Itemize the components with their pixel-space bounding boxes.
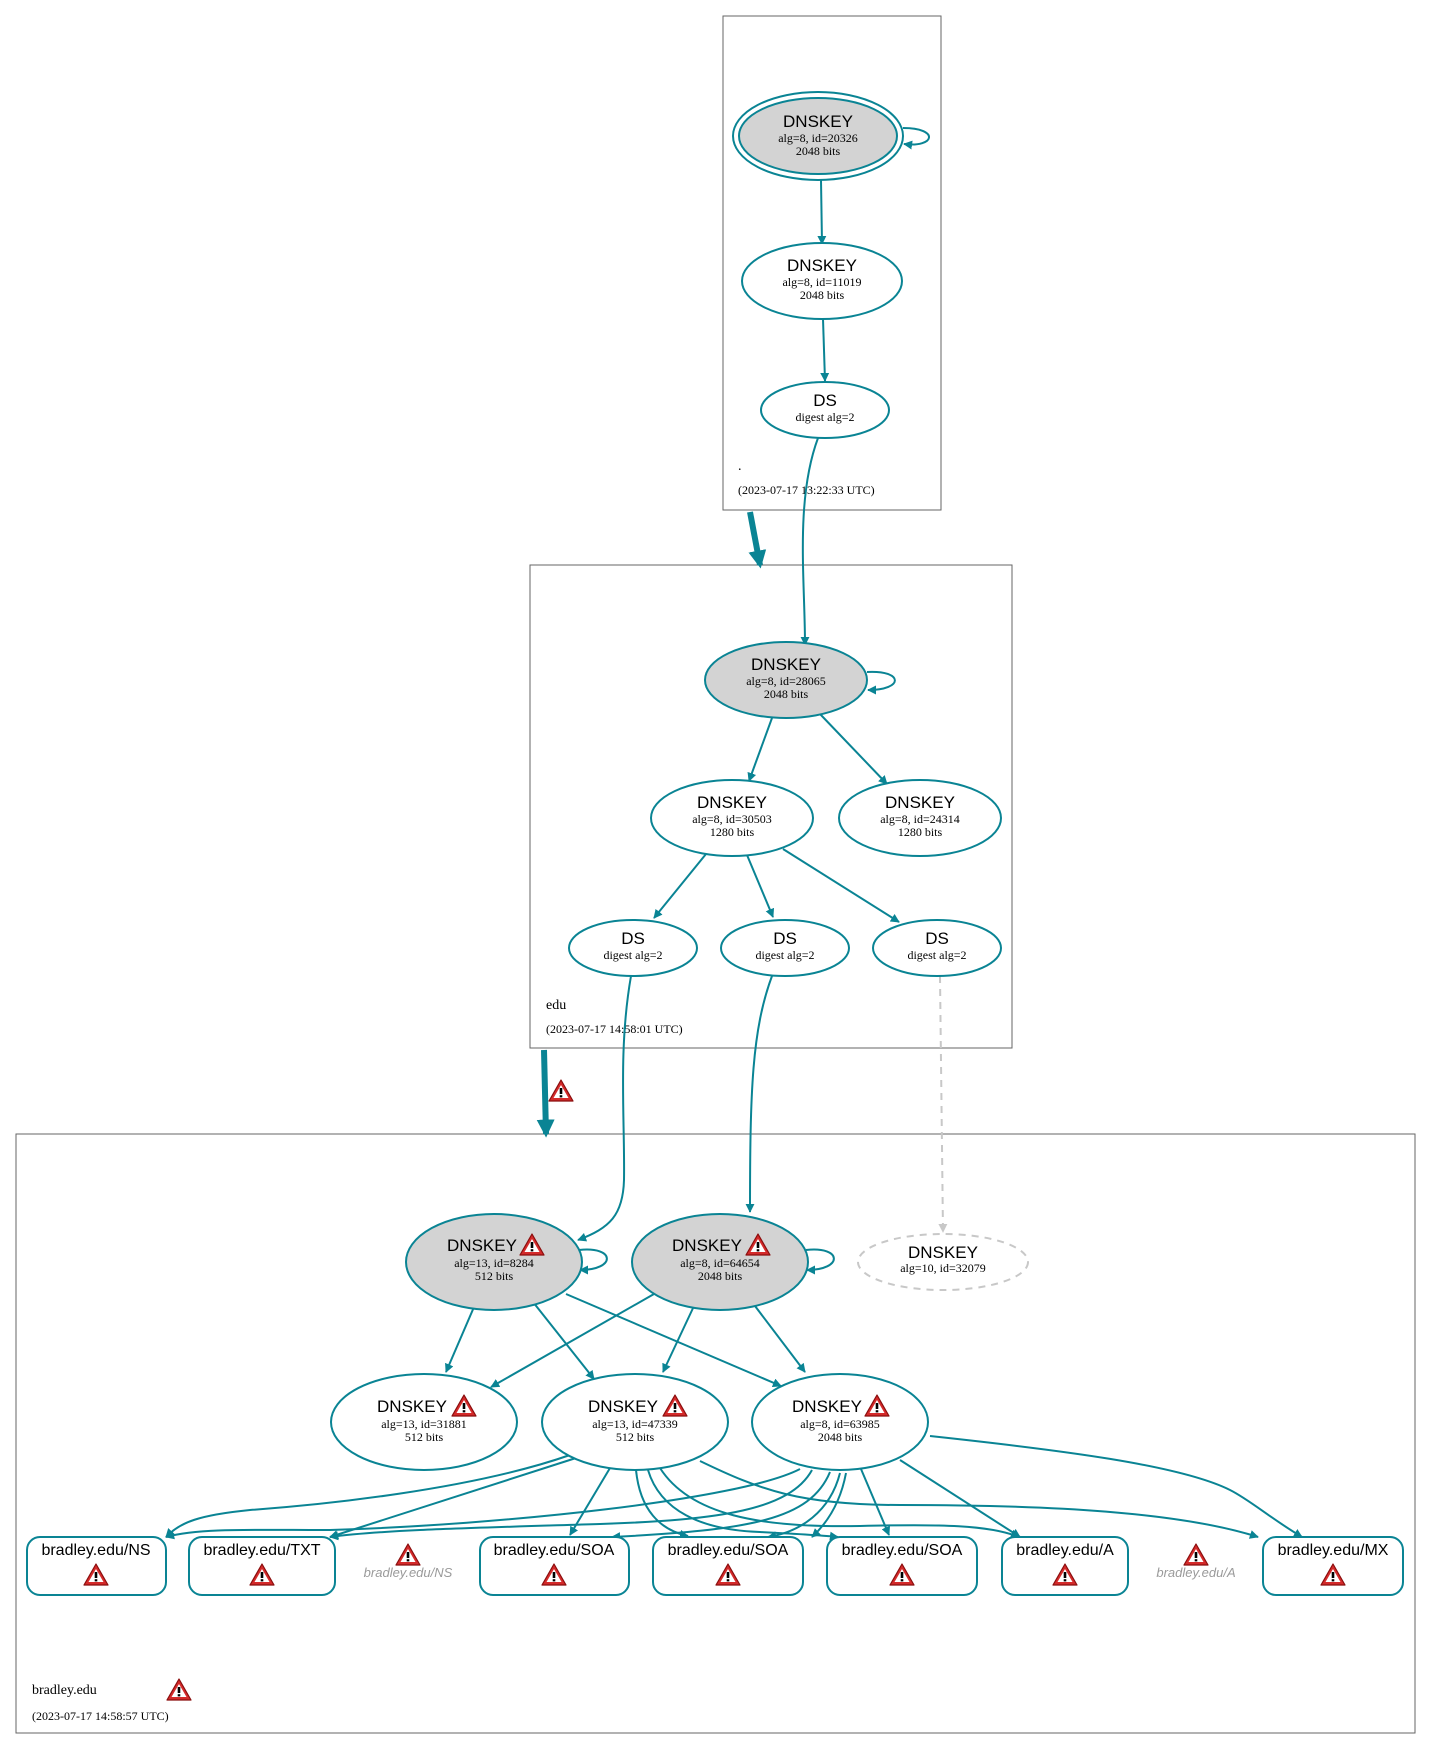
rrset-label: bradley.edu/SOA xyxy=(668,1542,789,1559)
node-detail: alg=13, id=31881 xyxy=(381,1417,467,1431)
ghost-rrset-a[interactable]: bradley.edu/A xyxy=(1156,1543,1236,1580)
rrset-ns[interactable]: bradley.edu/NS xyxy=(26,1536,167,1596)
node-title: DS xyxy=(925,929,949,948)
node-detail: 2048 bits xyxy=(818,1430,863,1444)
node-title: DS xyxy=(813,391,837,410)
zone-edu-name: edu xyxy=(546,998,566,1013)
node-detail: alg=8, id=63985 xyxy=(800,1417,880,1431)
dnskey-node-28065[interactable]: DNSKEY alg=8, id=28065 2048 bits xyxy=(704,641,868,719)
dnskey-node-64654[interactable]: DNSKEY alg=8, id=64654 2048 bits xyxy=(631,1213,809,1311)
node-detail: 512 bits xyxy=(405,1430,444,1444)
zone-root-name: . xyxy=(738,459,742,474)
node-detail: digest alg=2 xyxy=(755,948,814,962)
node-detail: 1280 bits xyxy=(898,825,943,839)
rrset-soa-1[interactable]: bradley.edu/SOA xyxy=(479,1536,630,1596)
node-detail: 2048 bits xyxy=(764,687,809,701)
node-detail: digest alg=2 xyxy=(907,948,966,962)
node-detail: alg=13, id=47339 xyxy=(592,1417,678,1431)
edges-root xyxy=(800,127,930,646)
rrset-label: bradley.edu/MX xyxy=(1278,1542,1389,1559)
node-detail: alg=8, id=30503 xyxy=(692,812,772,826)
node-detail: alg=10, id=32079 xyxy=(900,1261,986,1275)
node-title: DNSKEY xyxy=(672,1236,742,1255)
delegation-edu-bradley xyxy=(536,1049,555,1138)
node-detail: alg=8, id=11019 xyxy=(782,275,861,289)
node-title: DNSKEY xyxy=(885,793,955,812)
rrset-soa-3[interactable]: bradley.edu/SOA xyxy=(826,1536,978,1596)
node-detail: 2048 bits xyxy=(698,1269,743,1283)
rrset-a[interactable]: bradley.edu/A xyxy=(1001,1536,1129,1596)
node-detail: alg=8, id=24314 xyxy=(880,812,960,826)
node-title: DS xyxy=(621,929,645,948)
dnskey-node-63985[interactable]: DNSKEY alg=8, id=63985 2048 bits xyxy=(751,1373,929,1471)
node-detail: 512 bits xyxy=(616,1430,655,1444)
node-detail: 2048 bits xyxy=(800,288,845,302)
node-title: DNSKEY xyxy=(377,1397,447,1416)
dnskey-node-24314[interactable]: DNSKEY alg=8, id=24314 1280 bits xyxy=(838,779,1002,857)
zone-bradley-box xyxy=(15,1133,1416,1734)
ghost-rrset-label: bradley.edu/NS xyxy=(364,1565,453,1580)
rrset-label: bradley.edu/NS xyxy=(41,1542,150,1559)
rrset-mx[interactable]: bradley.edu/MX xyxy=(1262,1536,1404,1596)
dnskey-node-47339[interactable]: DNSKEY alg=13, id=47339 512 bits xyxy=(541,1373,729,1471)
warning-icon xyxy=(548,1079,574,1102)
node-detail: alg=8, id=28065 xyxy=(746,674,826,688)
warning-icon xyxy=(166,1678,192,1701)
dnskey-node-30503[interactable]: DNSKEY alg=8, id=30503 1280 bits xyxy=(650,779,814,857)
dnskey-node-31881[interactable]: DNSKEY alg=13, id=31881 512 bits xyxy=(330,1373,518,1471)
node-title: DNSKEY xyxy=(447,1236,517,1255)
zone-edu-box xyxy=(529,564,1013,1049)
node-title: DNSKEY xyxy=(787,256,857,275)
dnskey-node-32079-missing[interactable]: DNSKEY alg=10, id=32079 xyxy=(857,1233,1029,1291)
node-detail: 2048 bits xyxy=(796,144,841,158)
rrset-label: bradley.edu/A xyxy=(1016,1542,1114,1559)
node-detail: alg=8, id=20326 xyxy=(778,131,858,145)
rrset-label: bradley.edu/SOA xyxy=(842,1542,963,1559)
warning-icon xyxy=(395,1543,421,1566)
zone-edu-timestamp: (2023-07-17 14:58:01 UTC) xyxy=(546,1022,683,1036)
ds-node-edu-1[interactable]: DS digest alg=2 xyxy=(568,919,698,977)
zone-root-box xyxy=(722,15,942,511)
ds-node-edu-2[interactable]: DS digest alg=2 xyxy=(720,919,850,977)
delegation-root-edu xyxy=(747,511,767,569)
ghost-rrset-label: bradley.edu/A xyxy=(1156,1565,1235,1580)
zone-bradley-name: bradley.edu xyxy=(32,1683,97,1698)
ds-node-root[interactable]: DS digest alg=2 xyxy=(760,381,890,439)
node-detail: digest alg=2 xyxy=(603,948,662,962)
zone-bradley-timestamp: (2023-07-17 14:58:57 UTC) xyxy=(32,1709,169,1723)
ds-node-edu-3[interactable]: DS digest alg=2 xyxy=(872,919,1002,977)
node-title: DNSKEY xyxy=(697,793,767,812)
edge-ds-missing xyxy=(938,975,948,1233)
node-title: DNSKEY xyxy=(751,655,821,674)
rrset-soa-2[interactable]: bradley.edu/SOA xyxy=(652,1536,804,1596)
rrset-label: bradley.edu/TXT xyxy=(203,1542,320,1559)
rrset-txt[interactable]: bradley.edu/TXT xyxy=(188,1536,336,1596)
node-title: DNSKEY xyxy=(792,1397,862,1416)
node-title: DS xyxy=(773,929,797,948)
rrset-label: bradley.edu/SOA xyxy=(494,1542,615,1559)
dnskey-node-11019[interactable]: DNSKEY alg=8, id=11019 2048 bits xyxy=(741,242,903,320)
node-detail: alg=8, id=64654 xyxy=(680,1256,760,1270)
dnskey-node-20326[interactable]: DNSKEY alg=8, id=20326 2048 bits xyxy=(732,91,904,181)
node-title: DNSKEY xyxy=(908,1243,978,1262)
node-detail: 512 bits xyxy=(475,1269,514,1283)
node-title: DNSKEY xyxy=(588,1397,658,1416)
edges-edu xyxy=(577,670,900,1242)
ghost-rrset-ns[interactable]: bradley.edu/NS xyxy=(364,1543,453,1580)
dnskey-node-8284[interactable]: DNSKEY alg=13, id=8284 512 bits xyxy=(405,1213,583,1311)
node-title: DNSKEY xyxy=(783,112,853,131)
node-detail: alg=13, id=8284 xyxy=(454,1256,534,1270)
warning-icon xyxy=(1183,1543,1209,1566)
node-detail: 1280 bits xyxy=(710,825,755,839)
edges-bradley xyxy=(165,1248,1303,1542)
node-detail: digest alg=2 xyxy=(795,410,854,424)
